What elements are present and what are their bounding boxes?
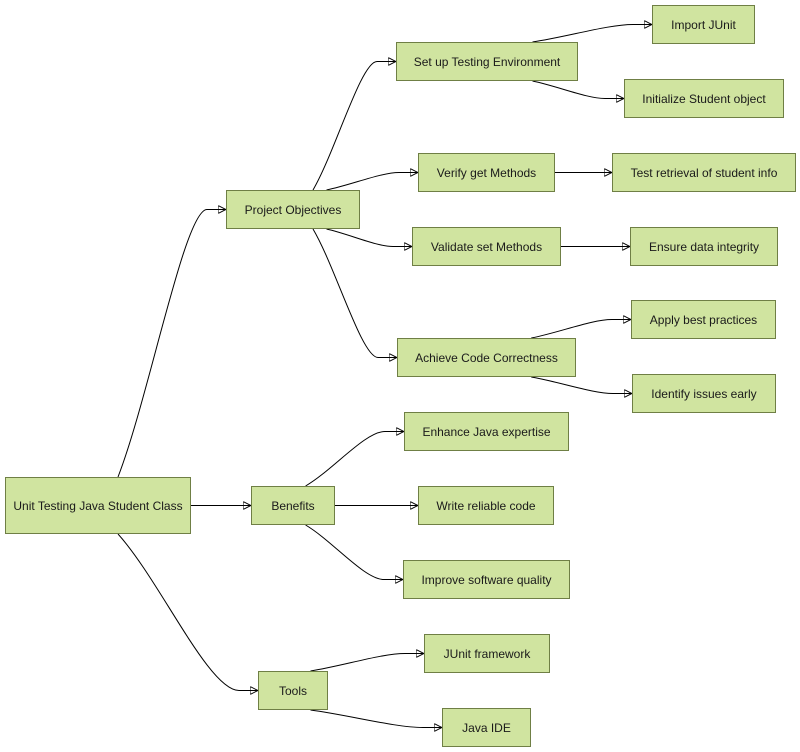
- node-project-objectives-label: Project Objectives: [244, 202, 342, 217]
- node-ensure-data-integrity-label: Ensure data integrity: [648, 239, 760, 254]
- edge-objectives-to-correctness: [312, 228, 396, 358]
- edge-correctness-to-issues_early: [531, 376, 631, 394]
- edge-objectives-to-verify_get: [326, 173, 418, 191]
- node-identify-issues-early-label: Identify issues early: [651, 386, 757, 401]
- node-improve-software-quality[interactable]: Improve software quality: [403, 560, 570, 599]
- node-java-ide-label: Java IDE: [462, 720, 511, 735]
- node-initialize-student-object[interactable]: Initialize Student object: [624, 79, 784, 118]
- edge-tools-to-java_ide: [310, 709, 442, 728]
- node-junit-framework-label: JUnit framework: [443, 646, 531, 661]
- node-tools[interactable]: Tools: [258, 671, 328, 710]
- node-project-objectives[interactable]: Project Objectives: [226, 190, 360, 229]
- edge-benefits-to-software_quality: [305, 524, 402, 580]
- node-benefits[interactable]: Benefits: [251, 486, 335, 525]
- node-verify-get-methods[interactable]: Verify get Methods: [418, 153, 555, 192]
- node-root[interactable]: Unit Testing Java Student Class: [5, 477, 191, 534]
- edge-setup-to-import_junit: [532, 25, 652, 43]
- edge-root-to-tools: [117, 533, 257, 691]
- node-setup-testing-environment[interactable]: Set up Testing Environment: [396, 42, 578, 81]
- node-setup-testing-environment-label: Set up Testing Environment: [413, 54, 561, 69]
- node-write-reliable-code-label: Write reliable code: [436, 498, 536, 513]
- edge-root-to-objectives: [117, 210, 225, 478]
- node-achieve-code-correctness[interactable]: Achieve Code Correctness: [397, 338, 576, 377]
- edge-benefits-to-java_expertise: [305, 432, 403, 487]
- node-verify-get-methods-label: Verify get Methods: [436, 165, 537, 180]
- node-import-junit[interactable]: Import JUnit: [652, 5, 755, 44]
- node-improve-software-quality-label: Improve software quality: [421, 572, 552, 587]
- node-apply-best-practices-label: Apply best practices: [649, 312, 758, 327]
- edge-objectives-to-setup: [312, 62, 395, 191]
- edge-setup-to-init_student: [532, 80, 624, 99]
- node-benefits-label: Benefits: [271, 498, 315, 513]
- node-root-label: Unit Testing Java Student Class: [13, 498, 183, 513]
- node-test-retrieval-of-student-info-label: Test retrieval of student info: [630, 165, 778, 180]
- node-junit-framework[interactable]: JUnit framework: [424, 634, 550, 673]
- node-enhance-java-expertise-label: Enhance Java expertise: [422, 424, 551, 439]
- node-write-reliable-code[interactable]: Write reliable code: [418, 486, 554, 525]
- node-validate-set-methods-label: Validate set Methods: [430, 239, 543, 254]
- node-import-junit-label: Import JUnit: [671, 17, 736, 32]
- node-enhance-java-expertise[interactable]: Enhance Java expertise: [404, 412, 569, 451]
- edge-objectives-to-validate_set: [326, 228, 412, 247]
- node-achieve-code-correctness-label: Achieve Code Correctness: [415, 350, 558, 365]
- edge-tools-to-junit_framework: [310, 654, 424, 672]
- node-initialize-student-object-label: Initialize Student object: [642, 91, 766, 106]
- node-validate-set-methods[interactable]: Validate set Methods: [412, 227, 561, 266]
- node-java-ide[interactable]: Java IDE: [442, 708, 531, 747]
- edge-correctness-to-best_practices: [531, 320, 630, 339]
- node-test-retrieval-of-student-info[interactable]: Test retrieval of student info: [612, 153, 796, 192]
- node-tools-label: Tools: [278, 683, 307, 698]
- node-apply-best-practices[interactable]: Apply best practices: [631, 300, 776, 339]
- node-ensure-data-integrity[interactable]: Ensure data integrity: [630, 227, 778, 266]
- node-identify-issues-early[interactable]: Identify issues early: [632, 374, 776, 413]
